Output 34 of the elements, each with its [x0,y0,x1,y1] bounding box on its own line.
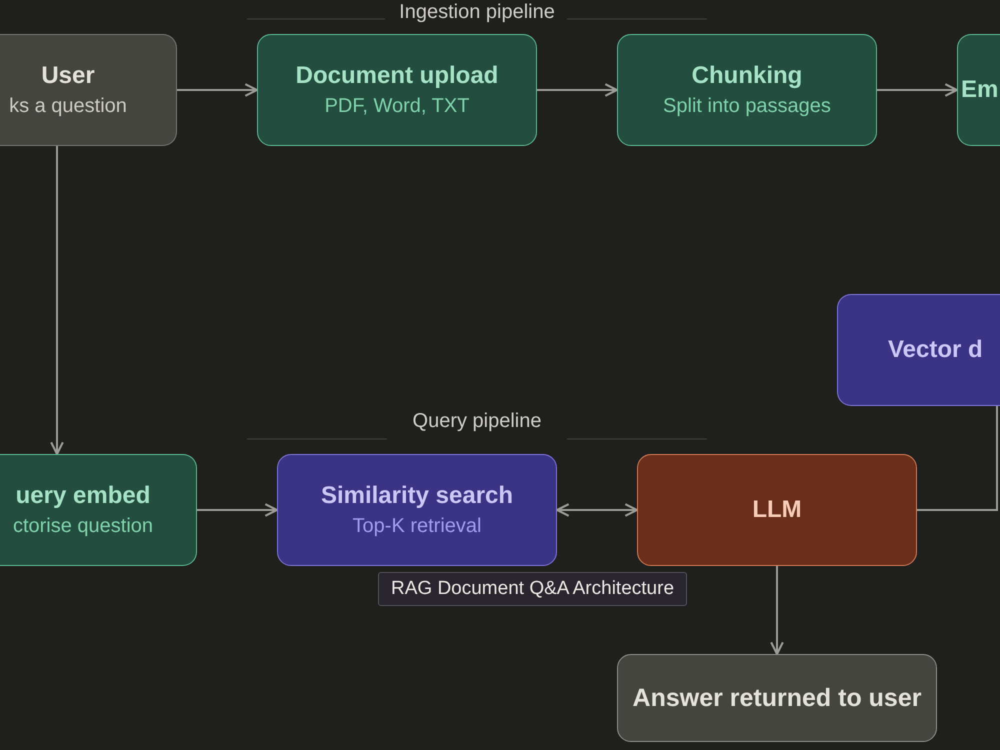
arrow [177,83,258,97]
section-label: Query pipeline [412,409,542,433]
process-box [957,34,1000,146]
node-title: LLM [752,495,802,525]
tooltip: RAG Document Q&A Architecture [378,572,688,606]
arrow [556,503,638,517]
arrow [537,83,618,97]
process-box [277,454,557,566]
model-box [637,454,917,566]
connector-line [917,406,998,511]
node-title: Answer returned to user [632,683,922,713]
node-title: Em [961,75,998,105]
process-box [837,294,1000,406]
process-box [0,454,197,566]
node-title: Document upload [296,61,498,91]
node-subtitle: ks a question [9,94,127,119]
node-title: Vector d [888,335,983,365]
actor-box [0,34,177,146]
arrow [877,83,958,97]
node-title: Chunking [692,61,802,91]
node-title: Similarity search [320,481,514,511]
output-box [617,654,937,742]
process-box [617,34,877,146]
node-title: uery embed [16,481,150,511]
node-subtitle: ctorise question [12,514,154,539]
node-title: User [41,61,95,91]
process-box [257,34,537,146]
node-subtitle: Split into passages [663,94,831,119]
node-subtitle: PDF, Word, TXT [324,94,470,119]
arrow [770,566,784,656]
node-subtitle: Top-K retrieval [352,514,482,539]
arrow [197,503,278,517]
arrow [50,146,64,456]
section-label: Ingestion pipeline [399,0,555,24]
